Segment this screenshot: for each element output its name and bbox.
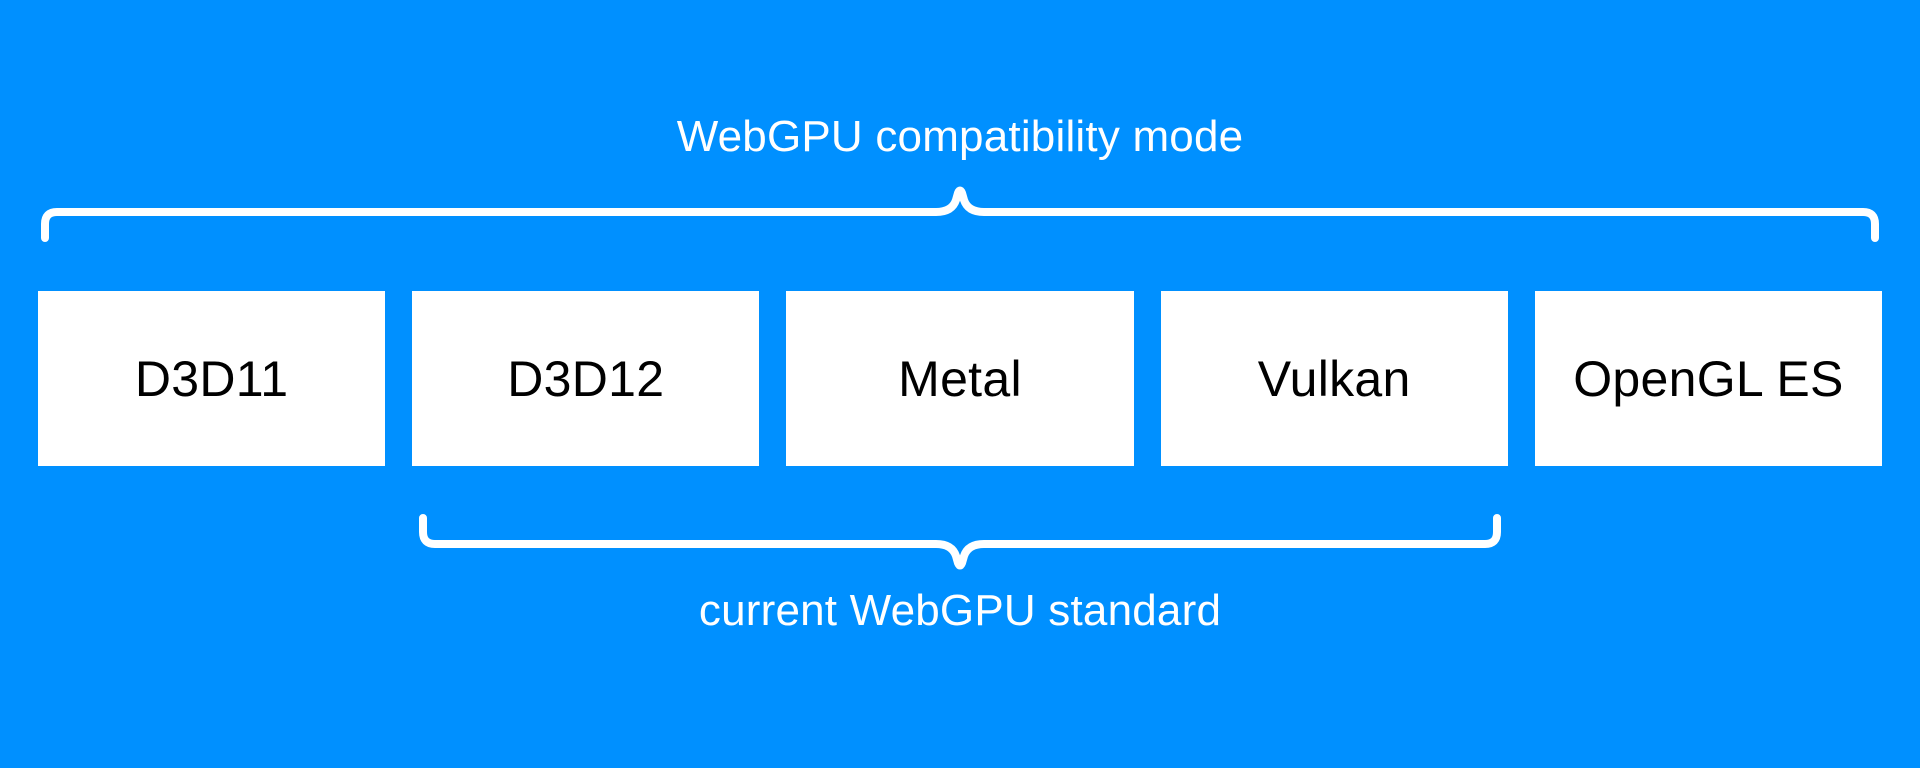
api-box-label: OpenGL ES [1573, 350, 1844, 407]
api-box-label: Metal [898, 350, 1022, 407]
bottom-brace-label: current WebGPU standard [698, 586, 1222, 635]
api-box-row: D3D11 D3D12 Metal Vulkan OpenGL ES [38, 291, 1883, 466]
api-box-vulkan[interactable]: Vulkan [1160, 291, 1508, 466]
api-box-metal[interactable]: Metal [786, 291, 1134, 466]
api-box-label: D3D12 [507, 350, 665, 407]
api-box-d3d11[interactable]: D3D11 [38, 291, 386, 466]
api-box-label: Vulkan [1257, 350, 1411, 407]
top-brace-icon [41, 186, 1879, 242]
api-box-opengl-es[interactable]: OpenGL ES [1534, 291, 1883, 466]
api-box-d3d12[interactable]: D3D12 [412, 291, 760, 466]
api-box-label: D3D11 [134, 350, 289, 407]
bottom-brace-icon [419, 514, 1501, 570]
top-brace-label: WebGPU compatibility mode [676, 112, 1244, 161]
